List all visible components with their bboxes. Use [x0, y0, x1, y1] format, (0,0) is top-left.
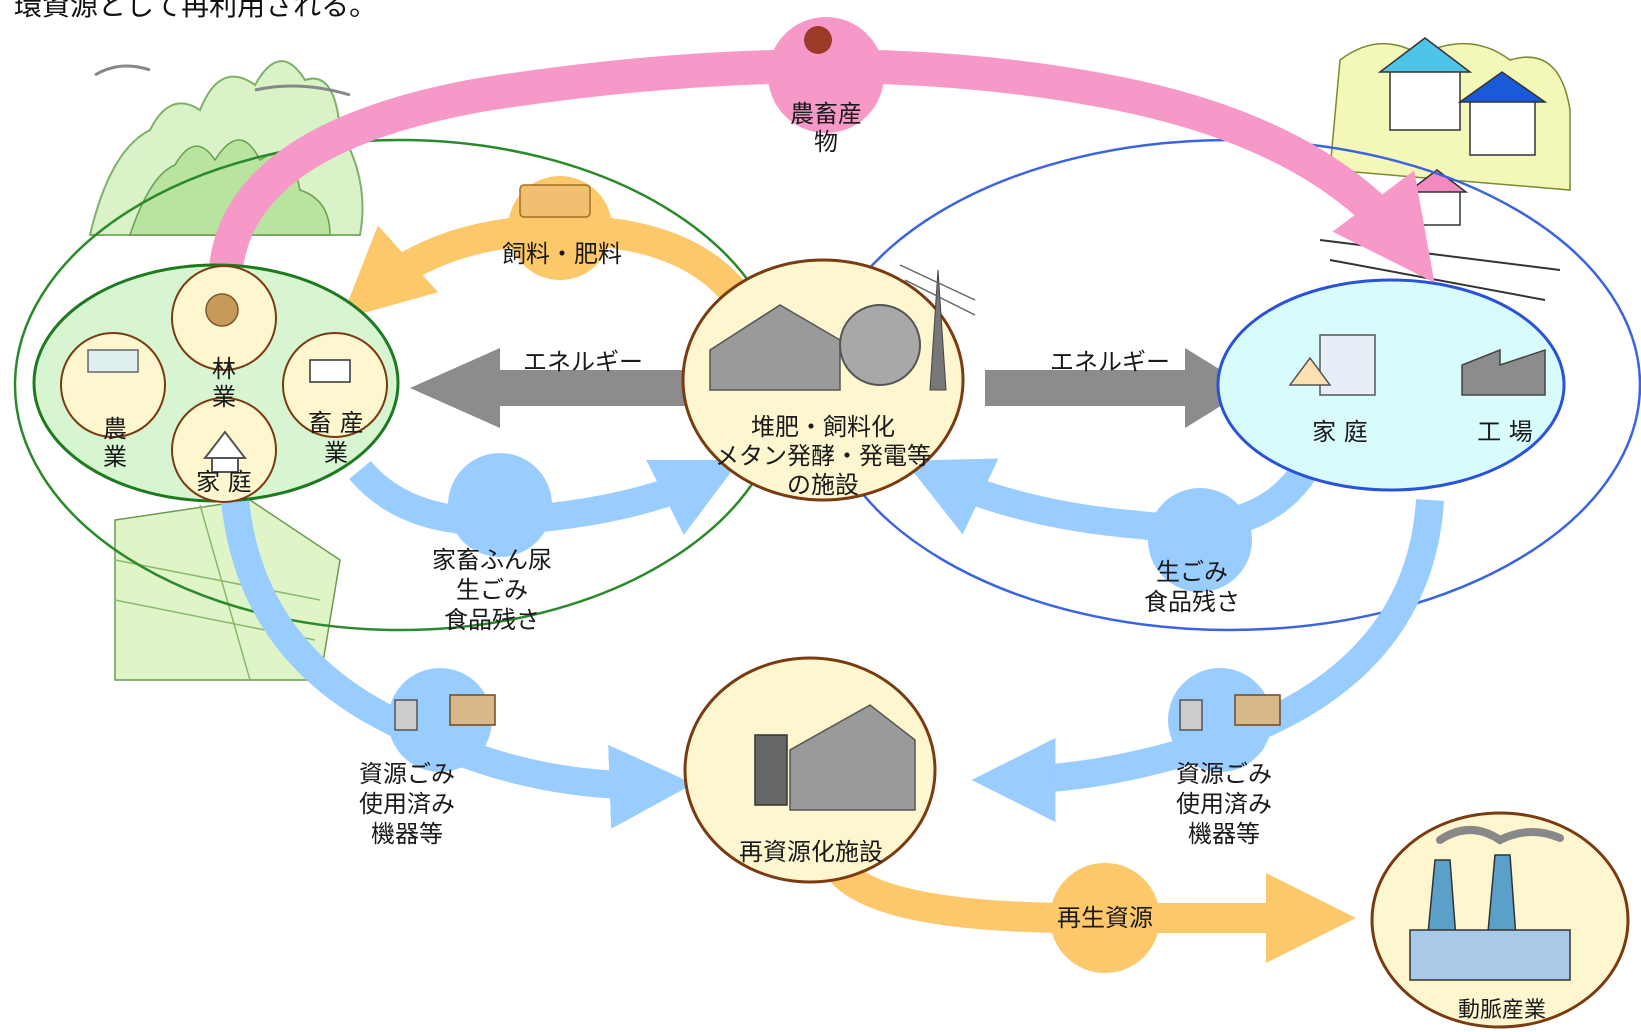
energy-arrow-left	[410, 348, 700, 428]
chimney-icon	[929, 269, 947, 391]
recycled-resource-badge	[1050, 863, 1160, 973]
arterial-industry-label: 動脈産業	[1458, 998, 1546, 1023]
feed-bag-icon	[519, 184, 591, 218]
factory-icon	[1461, 348, 1546, 396]
can-icon-2	[1179, 699, 1203, 731]
recycling-plant-icon	[789, 704, 916, 811]
rural-home-label: 家 庭	[196, 468, 252, 496]
biomass-plant-icon	[709, 304, 841, 391]
urban-home-label: 家 庭	[1312, 418, 1368, 446]
rural-waste-label: 家畜ふん尿生ごみ食品残さ	[432, 546, 552, 634]
smoke-icon	[1436, 826, 1564, 845]
greenhouse-icon	[87, 349, 139, 373]
farm-products-badge	[768, 17, 884, 133]
house-icon	[202, 430, 248, 473]
produce-icon	[205, 293, 239, 327]
factory-building-icon	[1409, 929, 1571, 981]
agriculture-label: 農業	[103, 415, 127, 471]
power-line-icon	[899, 264, 976, 316]
recycling-facility-label: 再資源化施設	[739, 838, 883, 866]
can-icon	[394, 699, 418, 731]
urban-waste-arrow	[904, 458, 1317, 542]
urban-cluster	[1216, 278, 1566, 492]
agriculture-circle	[60, 332, 166, 438]
urban-resource-badge	[1168, 668, 1272, 772]
rural-waste-badge	[448, 453, 552, 557]
livestock-circle	[282, 332, 388, 438]
meat-icon	[804, 26, 832, 54]
box-icon	[1234, 694, 1281, 726]
top-product-label: 農畜産物	[790, 100, 862, 156]
energy-right-label: エネルギー	[1050, 348, 1170, 376]
home-icon	[1288, 356, 1332, 386]
urban-resource-label: 資源ごみ使用済み機器等	[1176, 760, 1272, 848]
energy-left-label: エネルギー	[523, 348, 643, 376]
feed-fertilizer-label: 飼料・肥料	[502, 240, 622, 268]
rural-resource-label: 資源ごみ使用済み機器等	[359, 760, 455, 848]
urban-factory-label: 工 場	[1477, 418, 1533, 446]
forestry-label: 林業	[212, 355, 236, 411]
cow-icon	[309, 359, 351, 383]
box-icon-2	[449, 694, 496, 726]
energy-arrow-right	[985, 348, 1250, 428]
urban-waste-badge	[1148, 488, 1252, 592]
gas-holder-icon	[839, 304, 921, 386]
urban-waste-label: 生ごみ食品残さ	[1144, 558, 1240, 616]
incinerator-icon	[754, 734, 788, 806]
livestock-label: 畜 産業	[308, 409, 364, 467]
center-facility-label: 堆肥・飼料化メタン発酵・発電等の施設	[715, 413, 931, 499]
rural-resource-badge	[388, 668, 492, 772]
building-icon	[1319, 334, 1376, 396]
recycled-resource-label: 再生資源	[1057, 904, 1153, 932]
town-illustration	[1319, 37, 1571, 301]
header-text: 環資源として再利用される。	[14, 0, 378, 22]
